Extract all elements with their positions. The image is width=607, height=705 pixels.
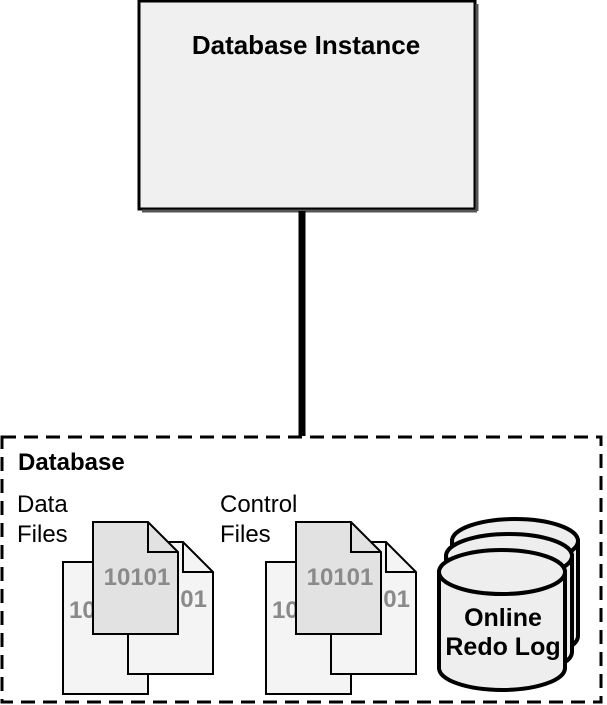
data-files-label-line2: Files [17,521,68,548]
database-title: Database [18,449,125,476]
control-files-label-line2: Files [220,521,271,548]
redo-log-group: Online Redo Log [437,517,580,692]
database-instance-box: Database Instance [137,0,479,213]
control-file-back-right-text: 01 [383,586,410,613]
control-file-front-text: 10101 [307,564,374,591]
data-file-front-text: 10101 [104,564,171,591]
redo-log-cylinder-front [437,548,567,692]
control-files-group: Control Files 10 01 10101 [220,491,417,695]
redo-log-label-line1: Online [464,604,542,632]
data-files-group: Data Files 10 01 10101 [17,491,214,695]
data-files-label-line1: Data [17,491,68,518]
data-file-back-left-text: 10 [69,597,96,624]
control-file-page-front: 10101 [295,521,382,635]
data-file-page-front: 10101 [92,521,179,635]
instance-title: Database Instance [192,30,420,60]
control-files-label-line1: Control [220,491,297,518]
control-file-back-left-text: 10 [272,597,299,624]
data-file-back-right-text: 01 [180,586,207,613]
database-container: Database [0,435,603,704]
redo-log-label-line2: Redo Log [445,633,560,661]
